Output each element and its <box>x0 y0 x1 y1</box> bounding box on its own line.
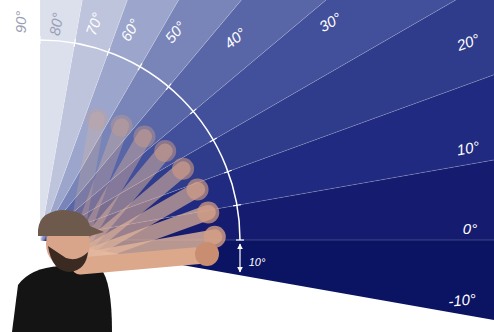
fist <box>134 125 156 147</box>
arc-tick <box>39 36 40 44</box>
angle-label: 90° <box>13 11 28 34</box>
band-edge <box>40 0 41 240</box>
arc-tick <box>74 39 75 47</box>
fist <box>197 201 219 223</box>
arc-tick <box>107 48 110 56</box>
angle-label: 80° <box>47 12 66 37</box>
angle-label: -10° <box>448 291 477 308</box>
arc-tick <box>210 138 217 142</box>
fist <box>195 242 219 266</box>
arc-tick <box>166 84 171 90</box>
beard <box>48 246 88 272</box>
arc-tick <box>138 63 142 70</box>
fist <box>111 115 133 137</box>
arm <box>80 255 205 266</box>
arc-tick <box>224 170 232 173</box>
angle-bands <box>40 0 494 332</box>
angle-label: 0° <box>463 221 477 236</box>
arc-tick <box>236 239 244 240</box>
angle-label: 10° <box>456 139 481 158</box>
arc-tick <box>233 205 241 206</box>
angle-arrow <box>239 244 240 272</box>
arc-tick <box>190 109 196 114</box>
fist <box>154 140 176 162</box>
arm-positions <box>72 108 226 262</box>
shirt <box>12 266 112 332</box>
fist <box>172 158 194 180</box>
fist <box>86 108 108 130</box>
angle-label: 10° <box>249 257 266 268</box>
cap <box>38 210 104 236</box>
person <box>12 210 219 332</box>
fist <box>187 179 209 201</box>
